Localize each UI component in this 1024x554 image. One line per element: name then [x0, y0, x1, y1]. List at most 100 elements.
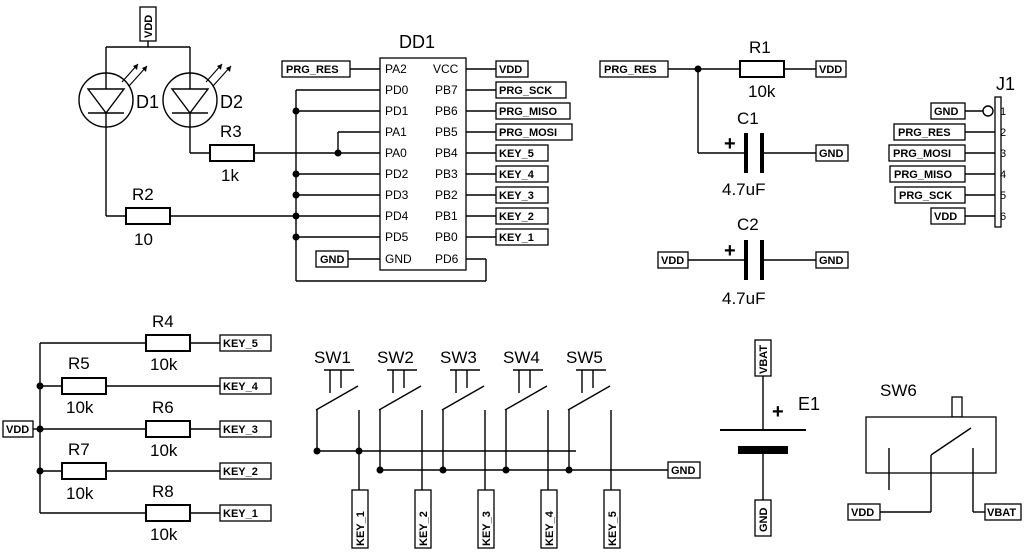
svg-text:PA0: PA0 [385, 146, 407, 160]
svg-text:10k: 10k [66, 484, 94, 503]
svg-text:SW6: SW6 [880, 381, 917, 400]
svg-text:KEY_3: KEY_3 [481, 511, 493, 546]
r3-value: 1k [221, 166, 239, 185]
svg-text:PRG_SCK: PRG_SCK [899, 190, 952, 202]
svg-text:PRG_RES: PRG_RES [286, 64, 339, 76]
svg-text:E1: E1 [798, 394, 820, 414]
r2-label: R2 [132, 185, 154, 204]
svg-text:GND: GND [320, 254, 345, 266]
prg-res-label-r1: PRG_RES [599, 60, 669, 78]
svg-text:VDD: VDD [6, 424, 29, 436]
svg-text:R6: R6 [152, 398, 174, 417]
svg-text:PD3: PD3 [385, 188, 409, 202]
svg-text:VDD: VDD [934, 211, 957, 223]
resistor-r2 [125, 207, 171, 225]
svg-text:2: 2 [1000, 127, 1006, 139]
svg-text:10k: 10k [66, 398, 94, 417]
resistor-r7 [61, 462, 107, 480]
svg-text:10k: 10k [150, 441, 178, 460]
vdd-label-sw6: VDD [847, 503, 881, 521]
r1-value: 10k [748, 82, 776, 101]
resistor-r8 [145, 504, 191, 522]
svg-text:PRG_RES: PRG_RES [898, 127, 951, 139]
svg-text:VBAT: VBAT [987, 507, 1016, 519]
key-5-label-r4: KEY_5 [219, 334, 272, 352]
key-3-label-sw: KEY_3 [477, 489, 495, 549]
svg-text:KEY_5: KEY_5 [499, 148, 534, 160]
svg-text:PB3: PB3 [435, 167, 458, 181]
svg-text:PRG_MOSI: PRG_MOSI [893, 148, 951, 160]
svg-text:PB4: PB4 [435, 146, 458, 160]
svg-text:PD6: PD6 [435, 252, 459, 266]
r2-value: 10 [134, 230, 153, 249]
svg-text:GND: GND [934, 106, 959, 118]
svg-text:KEY_3: KEY_3 [499, 190, 534, 202]
svg-text:PA1: PA1 [385, 125, 407, 139]
svg-text:VDD: VDD [499, 64, 522, 76]
vdd-label-c2: VDD [657, 251, 689, 269]
r3-label: R3 [220, 122, 242, 141]
r1-label: R1 [749, 38, 771, 57]
svg-text:PRG_MISO: PRG_MISO [894, 169, 953, 181]
svg-text:PD2: PD2 [385, 167, 409, 181]
svg-text:SW5: SW5 [566, 348, 603, 367]
prg-miso-label-dd1: PRG_MISO [495, 102, 571, 120]
svg-text:KEY_1: KEY_1 [499, 232, 534, 244]
svg-text:KEY_2: KEY_2 [499, 211, 534, 223]
svg-text:PD1: PD1 [385, 104, 409, 118]
key-3-label-dd1: KEY_3 [495, 186, 549, 204]
svg-text:KEY_4: KEY_4 [223, 381, 259, 393]
gnd-label-e1: GND [754, 499, 772, 537]
svg-text:PD5: PD5 [385, 230, 409, 244]
switch-sw4: SW4 [502, 348, 549, 490]
svg-text:KEY_5: KEY_5 [223, 338, 258, 350]
svg-text:R7: R7 [68, 440, 90, 459]
svg-text:GND: GND [819, 255, 844, 267]
svg-text:PRG_SCK: PRG_SCK [499, 85, 552, 97]
svg-text:PB0: PB0 [435, 230, 458, 244]
c1-value: 4.7uF [722, 180, 765, 199]
battery-e1: VBAT GND + E1 [720, 339, 820, 537]
resistor-r4 [145, 334, 191, 352]
key-1-label-sw: KEY_1 [351, 489, 369, 549]
svg-text:PRG_MOSI: PRG_MOSI [499, 127, 557, 139]
vdd-label-dd1: VDD [495, 60, 529, 78]
resistor-r1 [739, 60, 785, 78]
resistor-r6 [145, 420, 191, 438]
key-5-label-dd1: KEY_5 [495, 144, 549, 162]
svg-text:PA2: PA2 [385, 62, 407, 76]
vdd-label-pullups: VDD [2, 420, 34, 438]
key-1-label-dd1: KEY_1 [495, 228, 549, 246]
prg-mosi-label-dd1: PRG_MOSI [495, 123, 573, 141]
svg-text:KEY_3: KEY_3 [223, 424, 258, 436]
prg-res-label-dd1: PRG_RES [281, 60, 351, 78]
key-2-label-sw: KEY_2 [414, 489, 432, 549]
svg-text:KEY_5: KEY_5 [607, 511, 619, 546]
svg-text:SW3: SW3 [440, 348, 477, 367]
svg-text:VDD: VDD [851, 507, 874, 519]
switch-sw1: SW1 [313, 348, 363, 490]
svg-text:KEY_4: KEY_4 [499, 169, 535, 181]
gnd-label-dd1: GND [315, 250, 349, 268]
key-3-label-r6: KEY_3 [219, 420, 272, 438]
svg-text:6: 6 [1000, 211, 1006, 223]
svg-text:SW1: SW1 [314, 348, 351, 367]
prg-sck-label-dd1: PRG_SCK [495, 81, 567, 99]
connector-j1: J1 GND PRG_RES PRG_MOSI PRG_MISO PRG_SCK… [888, 74, 1015, 228]
svg-text:+: + [772, 401, 784, 423]
svg-text:4: 4 [1000, 169, 1006, 181]
svg-text:GND: GND [385, 252, 412, 266]
svg-text:SW4: SW4 [503, 348, 540, 367]
svg-text:PB2: PB2 [435, 188, 458, 202]
svg-text:+: + [724, 133, 736, 155]
svg-text:PRG_MISO: PRG_MISO [499, 106, 558, 118]
svg-text:GND: GND [819, 148, 844, 160]
svg-text:VDD: VDD [143, 15, 155, 38]
svg-text:VDD: VDD [661, 255, 684, 267]
svg-text:KEY_1: KEY_1 [223, 508, 258, 520]
c2-value: 4.7uF [722, 289, 765, 308]
svg-text:KEY_1: KEY_1 [355, 511, 367, 546]
svg-text:KEY_2: KEY_2 [418, 511, 430, 546]
key-2-label-dd1: KEY_2 [495, 207, 549, 225]
